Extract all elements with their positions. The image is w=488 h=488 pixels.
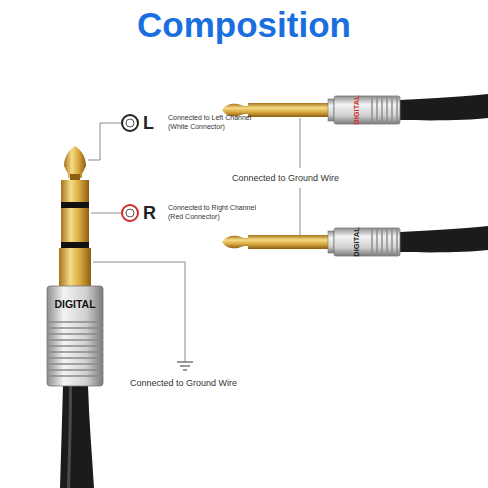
ground-note: Connected to Ground Wire <box>230 172 341 184</box>
brand-mark: DIGITAL <box>352 227 361 256</box>
channel-note-holder: Connected to Left Channel (White Connect… <box>168 113 268 131</box>
channel-letter-holder: R <box>143 203 156 223</box>
channel-letter: R <box>143 203 156 223</box>
channel-note: Connected to Left Channel (White Connect… <box>168 113 268 131</box>
brand-mark-holder: DIGITAL <box>47 298 103 311</box>
right-channel-icon <box>122 205 138 221</box>
channel-letter-holder: L <box>143 113 154 133</box>
ground-note-holder: Connected to Ground Wire <box>230 172 341 184</box>
channel-note: Connected to Right Channel (Red Connecto… <box>168 203 268 221</box>
trs-plug <box>47 146 103 488</box>
ts-plug-lower <box>222 226 488 256</box>
channel-note-holder: Connected to Right Channel (Red Connecto… <box>168 203 268 221</box>
brand-mark-holder: DIGITAL <box>352 95 361 124</box>
ground-note-holder: Connected to Ground Wire <box>130 377 237 389</box>
ground-symbol <box>177 362 193 370</box>
ground-note: Connected to Ground Wire <box>130 377 237 389</box>
ts-plug-upper <box>222 94 488 124</box>
left-channel-icon <box>122 115 138 131</box>
brand-mark: DIGITAL <box>352 95 361 124</box>
title-holder: Composition <box>0 4 488 46</box>
brand-mark-holder: DIGITAL <box>352 227 361 256</box>
channel-letter: L <box>143 113 154 133</box>
title: Composition <box>0 4 488 46</box>
brand-mark: DIGITAL <box>47 298 103 311</box>
